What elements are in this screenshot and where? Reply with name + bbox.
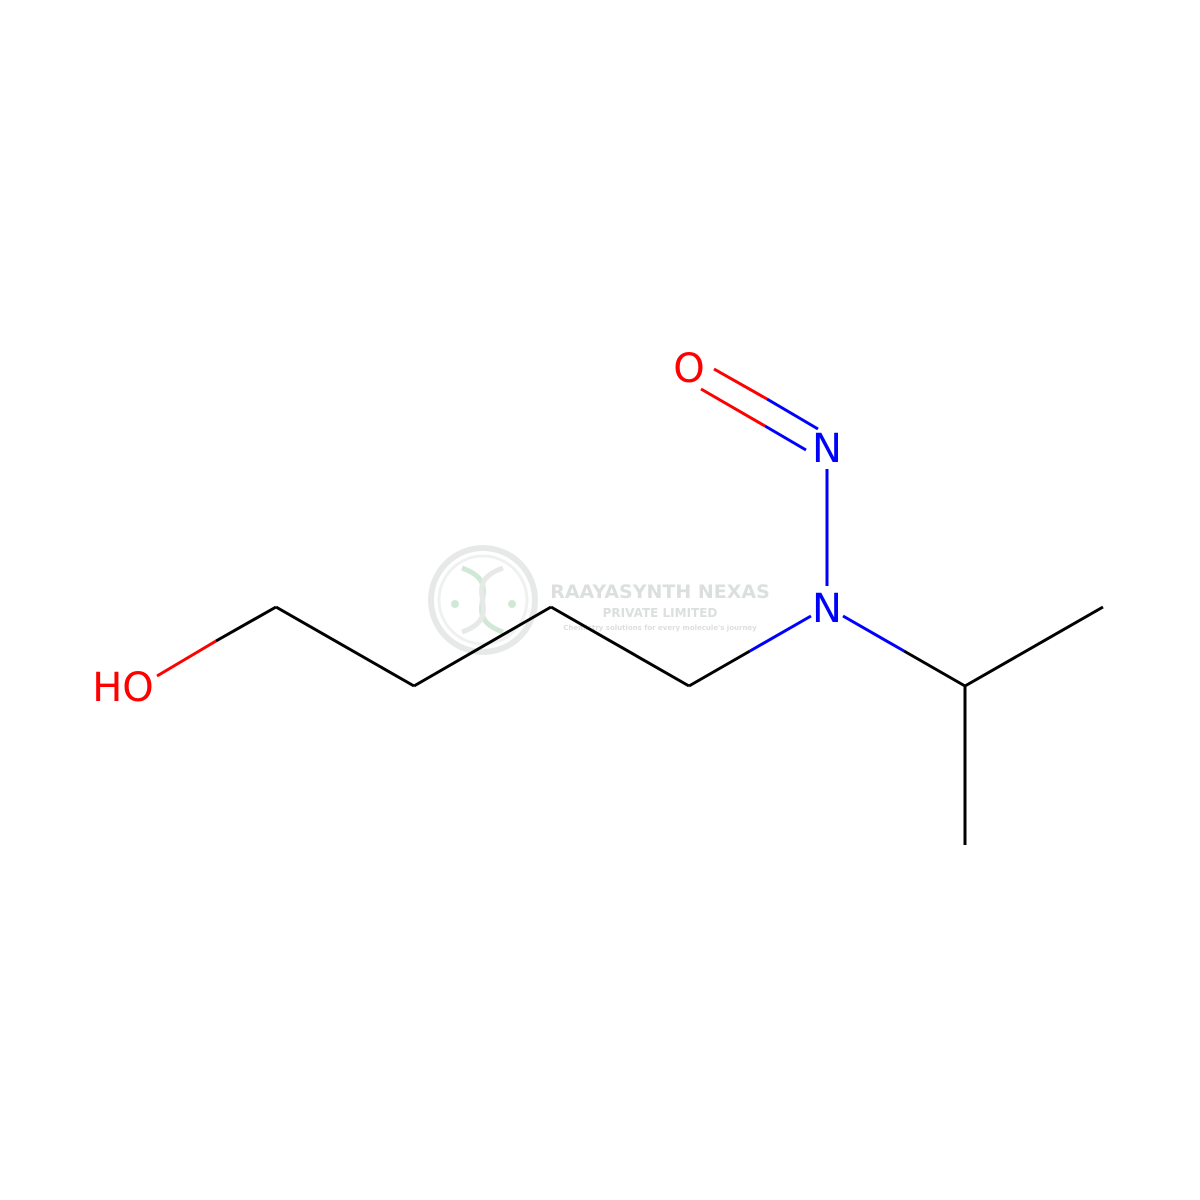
bond-o-c1-carbon-half <box>215 605 277 643</box>
bond-c3-c4 <box>550 605 690 688</box>
bond-n-o-double-outer-nitrogen-half <box>764 424 807 452</box>
bond-c4-n-nitrogen-half <box>749 614 812 653</box>
atom-label-amine-nitrogen: N <box>812 586 842 632</box>
bond-c1-c2 <box>275 605 415 688</box>
watermark-logo-icon <box>428 545 538 655</box>
watermark: RAAYASYNTH NEXAS PRIVATE LIMITED Chemist… <box>428 545 770 655</box>
bond-c2-c3 <box>413 605 552 688</box>
atom-labels: O N N HO <box>92 346 842 711</box>
bonds <box>156 367 1104 845</box>
bond-n-ch-carbon-half <box>903 649 966 688</box>
atom-label-hydroxyl: HO <box>92 665 154 711</box>
bond-c4-n-carbon-half <box>688 649 751 688</box>
bond-o-c1-oxygen-half <box>156 639 217 678</box>
bond-n-o-double-outer-oxygen-half <box>700 387 766 428</box>
watermark-tagline: Chemistry solutions for every molecule's… <box>563 624 757 632</box>
watermark-company-name: RAAYASYNTH NEXAS <box>550 581 770 603</box>
bond-n-o-double-inner-nitrogen-half <box>766 397 819 431</box>
bond-n-ch-nitrogen-half <box>842 614 905 653</box>
bond-n-o-double-inner-oxygen-half <box>713 367 768 401</box>
atom-label-nitroso-oxygen: O <box>673 346 704 392</box>
bond-ch-methyl-upper <box>964 605 1104 688</box>
watermark-company-suffix: PRIVATE LIMITED <box>603 606 718 620</box>
atom-label-nitroso-nitrogen: N <box>812 426 842 472</box>
